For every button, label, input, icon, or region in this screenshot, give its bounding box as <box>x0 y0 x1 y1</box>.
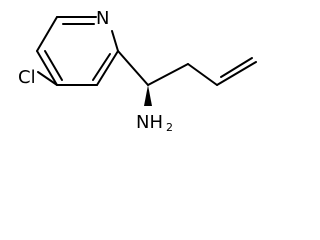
bond-chiral-ch2 <box>147 63 189 86</box>
bond-ch-ch2-terminal <box>216 61 257 86</box>
bond-c2-c3 <box>96 50 119 86</box>
bond-ch2-ch <box>187 63 218 86</box>
amine-subscript-label: 2 <box>166 121 173 134</box>
bond-c4-cl <box>37 71 58 86</box>
double-bond-terminal <box>220 57 253 78</box>
pyridine-ring <box>36 16 119 86</box>
double-bond-c2-c3 <box>92 53 111 81</box>
amine-atom-label: NH <box>136 112 163 133</box>
bond-n1-c2 <box>111 30 119 52</box>
bond-c5-c6 <box>36 16 58 52</box>
bond-c4-c5 <box>36 50 58 86</box>
wedge-bond-to-amine <box>144 85 152 106</box>
chlorine-atom-label: Cl <box>18 67 36 88</box>
molecule-structure: N Cl NH 2 <box>18 8 257 134</box>
nitrogen-atom-label: N <box>96 8 109 29</box>
bond-c2-chiral <box>117 50 149 86</box>
double-bond-c4-c5 <box>44 50 63 81</box>
